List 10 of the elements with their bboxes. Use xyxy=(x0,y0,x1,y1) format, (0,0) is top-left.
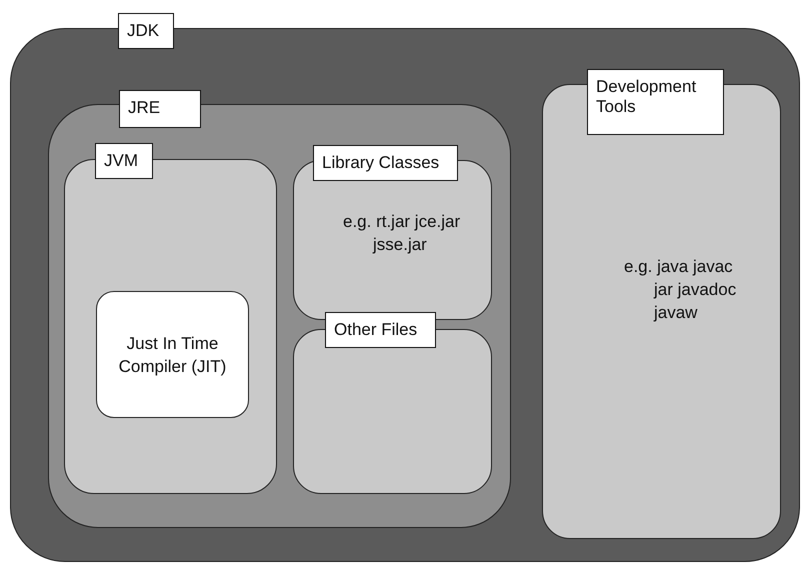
title-tab: JDK xyxy=(118,13,174,49)
title-tab: JRE xyxy=(119,90,201,128)
component-label: Just In Time Compiler (JIT) xyxy=(118,332,228,378)
title-tab: Library Classes xyxy=(313,145,458,181)
title-tab: Development Tools xyxy=(587,69,724,135)
file-list: e.g. java javac jar javadoc javaw xyxy=(624,255,749,324)
rounded-panel xyxy=(96,291,249,418)
title-tab: Other Files xyxy=(325,312,436,348)
title-tab: JVM xyxy=(95,143,153,179)
file-list: e.g. rt.jar jce.jar jsse.jar xyxy=(343,210,483,256)
